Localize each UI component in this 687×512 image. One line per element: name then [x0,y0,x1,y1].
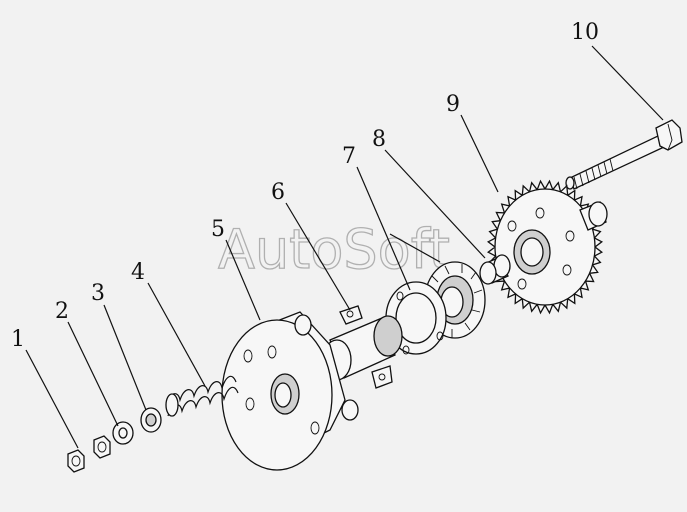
part-5-flange [221,311,359,471]
callout-8: 8 [372,127,386,152]
watermark-text: AutoSoft [218,218,450,281]
part-2-washer [112,421,134,445]
callout-2: 2 [55,299,69,324]
part-4-spring [165,375,239,417]
callout-9: 9 [446,92,460,117]
part-9-sprocket [486,179,608,315]
part-7-friction-disc [385,261,486,355]
part-1-nuts [67,435,111,473]
callout-7: 7 [342,144,356,169]
callout-10: 10 [571,20,599,45]
callout-3: 3 [91,281,105,306]
leader-lines [25,45,664,449]
part-8-bushing [479,254,511,285]
part-10-bolt [565,119,683,190]
callout-5: 5 [211,217,225,242]
callout-6: 6 [271,180,285,205]
callout-4: 4 [131,260,145,285]
callout-labels: 1 2 3 4 5 6 7 8 9 10 [11,20,599,352]
callout-1: 1 [11,327,25,352]
part-3-cup-washer [140,407,162,433]
